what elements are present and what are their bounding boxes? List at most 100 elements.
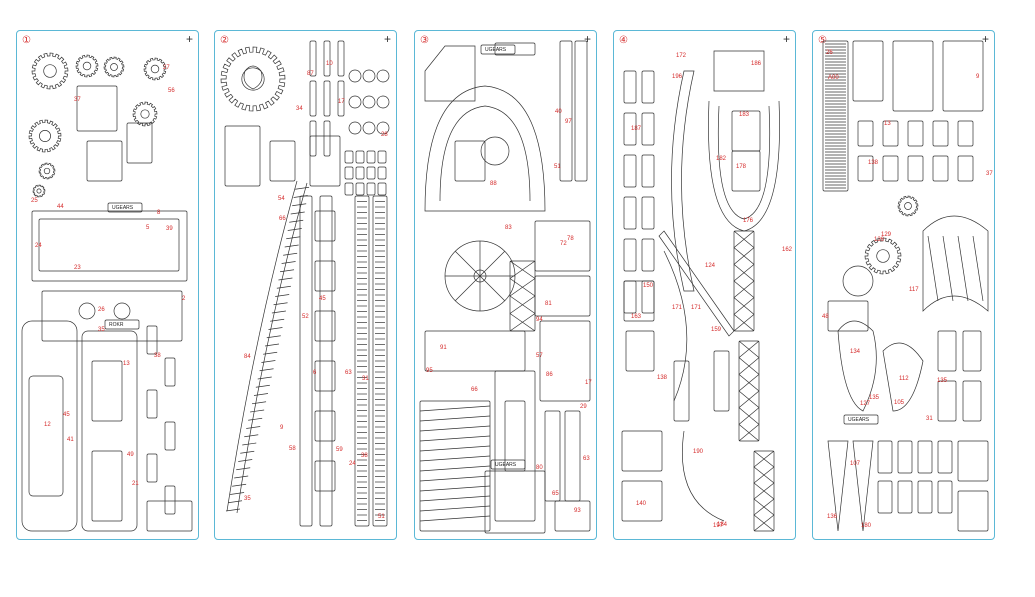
curved-rail (671, 70, 695, 292)
plate-hatch (419, 475, 491, 482)
logo-plate (843, 414, 879, 425)
panel-part (937, 330, 957, 372)
part-number-label: 187 (631, 126, 642, 132)
clip-part (731, 150, 761, 192)
rod-part (309, 80, 317, 117)
support-part (623, 280, 637, 314)
badge-part (842, 265, 874, 297)
part-number-label: 184 (717, 522, 728, 528)
sheet-3-parts: 5717722980517883636581949586669397914088… (419, 40, 592, 534)
part-number-label: 94 (536, 317, 543, 323)
part-number-label: 12 (44, 422, 51, 428)
track-sleeper (248, 417, 263, 421)
part-number-label: 52 (302, 314, 309, 320)
washer-part (362, 95, 376, 109)
support-part (641, 154, 655, 188)
track-sleeper (228, 500, 243, 504)
small-block (355, 166, 365, 180)
track-sleeper (271, 310, 286, 314)
plate-hatch (419, 405, 491, 412)
part-number-label: 35 (244, 496, 251, 502)
part-number-label: 95 (426, 368, 433, 374)
part-number-label: 97 (565, 119, 572, 125)
part-number-label: 45 (63, 412, 70, 418)
gear-hub (140, 109, 150, 119)
peg-part (146, 453, 158, 483)
small-part (907, 120, 924, 147)
crank-part (454, 140, 486, 182)
part-number-label: A00 (828, 75, 839, 81)
truss-brace (942, 235, 954, 302)
part-number-label: 178 (736, 164, 747, 170)
bracket-part (534, 275, 591, 317)
part-number-label: 136 (827, 514, 838, 520)
part-number-label: 37 (986, 171, 993, 177)
bracket-part (534, 220, 591, 272)
small-part (932, 120, 949, 147)
part-number-label: 51 (554, 164, 561, 170)
part-number-label: 41 (67, 437, 74, 443)
small-block (377, 150, 387, 164)
track-sleeper (279, 269, 295, 273)
registration-mark-icon: + (383, 32, 391, 46)
track-sleeper (253, 393, 269, 396)
track-sleeper (238, 459, 253, 462)
small-block (377, 166, 387, 180)
figure-part (882, 342, 924, 412)
small-part (882, 120, 899, 147)
part-number-label: 117 (909, 287, 919, 293)
sheet-4-parts: 1721831621711591501871781631821241401961… (621, 50, 793, 532)
part-number-label: 66 (471, 387, 478, 393)
track-sleeper (295, 186, 310, 190)
track-sleeper (244, 434, 259, 438)
truss-brace (738, 357, 760, 375)
panel-part (962, 380, 982, 422)
truss-brace (509, 295, 536, 314)
panel-part (937, 380, 957, 422)
track-sleeper (264, 343, 280, 347)
frame-window (314, 460, 336, 492)
part-number-label: 84 (244, 354, 251, 360)
registration-mark-icon: + (185, 32, 193, 46)
rod-part (323, 80, 331, 117)
post-part (564, 410, 581, 502)
gear-hub (110, 63, 118, 71)
part-number-label: 2 (182, 296, 186, 302)
clip-part (937, 440, 953, 474)
sheet-number: ④ (619, 35, 628, 46)
part-number-label: 150 (643, 283, 654, 289)
support-part (623, 196, 637, 230)
part-number-label: 87 (307, 71, 314, 77)
part-number-label: 80 (536, 465, 543, 471)
gear-hub (39, 130, 51, 142)
plate-hatch (419, 515, 491, 522)
gear-hub (241, 67, 265, 91)
part-number-label: 25 (31, 198, 38, 204)
small-block (366, 150, 376, 164)
track-sleeper (236, 467, 251, 471)
part-outline (86, 140, 123, 182)
part-number-label: 176 (743, 218, 754, 224)
truss-brace (972, 235, 984, 302)
ladder-part (354, 195, 370, 527)
part-number-label: 23 (74, 265, 81, 271)
gear-hub (36, 188, 42, 194)
part-number-label: 83 (505, 225, 512, 231)
part-outline (224, 125, 261, 187)
logo-text: UGEARS (112, 205, 134, 211)
wheel-spoke (455, 275, 481, 301)
post-part (673, 360, 690, 422)
gear-part (864, 237, 902, 275)
track-sleeper (281, 261, 296, 264)
gear-part (897, 195, 919, 217)
part-number-label: 126 (874, 237, 885, 243)
part-number-label: 183 (739, 112, 750, 118)
part-number-label: 27 (163, 65, 170, 71)
track-sleeper (252, 401, 267, 405)
arch-part (424, 45, 476, 102)
plate-hatch (419, 505, 491, 512)
frame-part (31, 210, 188, 282)
truss-brace (753, 514, 775, 532)
